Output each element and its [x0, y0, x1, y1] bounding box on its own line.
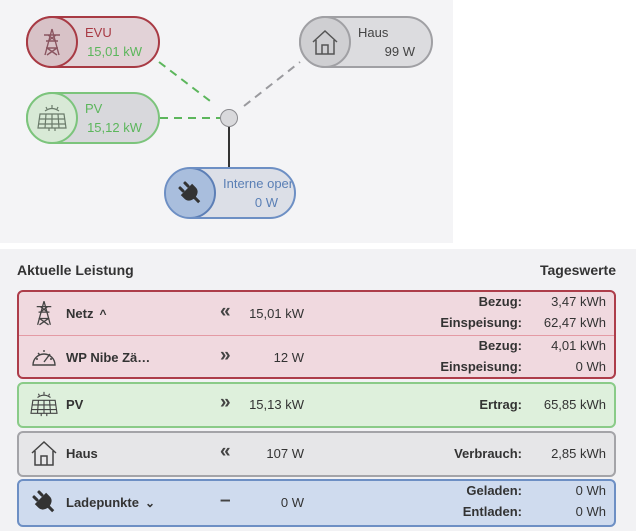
row-name[interactable]: Ladepunkte⌄ [66, 495, 156, 510]
verbrauch-label: Verbrauch: [454, 446, 522, 461]
pv-value: 15,12 kW [87, 120, 142, 135]
row-name[interactable]: Netz^ [66, 306, 107, 321]
ladepunkt-label: Interne open [223, 176, 296, 191]
power-value: 15,13 kW [249, 397, 304, 412]
row-wp[interactable]: WP Nibe Zä… » 12 W Bezug: 4,01 kWh Einsp… [19, 336, 614, 380]
divider [19, 335, 614, 336]
geladen-value: 0 Wh [575, 483, 606, 498]
flow-arrow: » [220, 345, 231, 366]
house-icon [29, 438, 59, 468]
power-flow-diagram: EVU 15,01 kW PV 15,12 kW Haus 99 W [0, 0, 453, 243]
ertrag-label: Ertrag: [479, 397, 522, 412]
haus-node[interactable]: Haus 99 W [299, 16, 433, 68]
evu-node[interactable]: EVU 15,01 kW [26, 16, 160, 68]
flow-arrow: » [220, 392, 231, 413]
power-value: 107 W [266, 446, 304, 461]
row-name: Haus [66, 446, 98, 461]
haus-value: 99 W [384, 44, 415, 59]
power-value: 15,01 kW [249, 306, 304, 321]
haus-label: Haus [358, 25, 389, 40]
evu-value: 15,01 kW [87, 44, 142, 59]
solar-panel-icon [29, 389, 59, 419]
plug-icon [29, 487, 59, 517]
ladepunkt-node[interactable]: Interne open 0 W [164, 167, 296, 219]
house-icon [299, 16, 351, 68]
power-panel: Aktuelle Leistung Tageswerte Netz^ « 15,… [0, 249, 636, 531]
grid-group: Netz^ « 15,01 kW Bezug: 3,47 kWh Einspei… [17, 290, 616, 379]
panel-subtitle: Tageswerte [540, 262, 616, 278]
entladen-label: Entladen: [462, 504, 522, 519]
solar-panel-icon [26, 92, 78, 144]
flow-arrow: « [220, 301, 231, 322]
bezug-label: Bezug: [478, 338, 522, 353]
flow-arrow: – [220, 490, 231, 511]
pv-label: PV [85, 101, 103, 116]
haus-group: Haus « 107 W Verbrauch: 2,85 kWh [17, 431, 616, 477]
plug-icon [166, 169, 216, 217]
evu-label: EVU [85, 25, 112, 40]
power-value: 12 W [273, 350, 304, 365]
row-haus[interactable]: Haus « 107 W Verbrauch: 2,85 kWh [19, 433, 614, 475]
flow-lines [158, 61, 301, 167]
row-ladepunkte[interactable]: Ladepunkte⌄ – 0 W Geladen: 0 Wh Entladen… [19, 481, 614, 525]
pv-group: PV » 15,13 kW Ertrag: 65,85 kWh [17, 382, 616, 428]
chevron-down-icon[interactable]: ⌄ [144, 496, 156, 510]
entladen-value: 0 Wh [575, 504, 606, 519]
power-value: 0 W [280, 495, 304, 510]
flow-arrow: « [220, 441, 231, 462]
panel-title: Aktuelle Leistung [17, 262, 134, 278]
flow-hub [220, 109, 238, 127]
bezug-value: 3,47 kWh [551, 294, 606, 309]
bezug-label: Bezug: [478, 294, 522, 309]
einspeisung-label: Einspeisung: [440, 315, 522, 330]
pv-node[interactable]: PV 15,12 kW [26, 92, 160, 144]
geladen-label: Geladen: [466, 483, 522, 498]
power-tower-icon [29, 298, 59, 328]
ladepunkt-value: 0 W [254, 195, 278, 210]
row-netz[interactable]: Netz^ « 15,01 kW Bezug: 3,47 kWh Einspei… [19, 292, 614, 336]
einspeisung-value: 62,47 kWh [543, 315, 606, 330]
verbrauch-value: 2,85 kWh [551, 446, 606, 461]
gauge-icon [29, 342, 59, 372]
chevron-up-icon[interactable]: ^ [99, 307, 107, 321]
row-name: PV [66, 397, 84, 412]
row-name: WP Nibe Zä… [66, 350, 151, 365]
einspeisung-value: 0 Wh [575, 359, 606, 374]
ladepunkte-group: Ladepunkte⌄ – 0 W Geladen: 0 Wh Entladen… [17, 479, 616, 527]
bezug-value: 4,01 kWh [551, 338, 606, 353]
einspeisung-label: Einspeisung: [440, 359, 522, 374]
ertrag-value: 65,85 kWh [543, 397, 606, 412]
row-pv[interactable]: PV » 15,13 kW Ertrag: 65,85 kWh [19, 384, 614, 426]
power-tower-icon [26, 16, 78, 68]
